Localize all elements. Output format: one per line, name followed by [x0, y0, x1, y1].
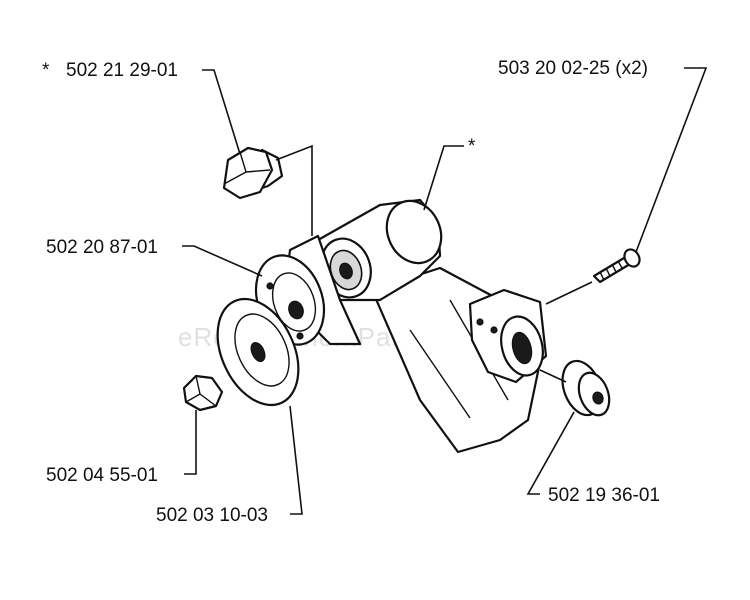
label-screw: 503 20 02-25 (x2) — [498, 58, 648, 79]
clamp-block — [468, 288, 548, 384]
leader-cap — [526, 411, 575, 495]
label-cap: 502 19 36-01 — [548, 485, 660, 506]
leader-screw — [635, 67, 708, 253]
label-nut-top: 502 21 29-01 — [66, 60, 178, 81]
label-flange: 502 03 10-03 — [156, 505, 268, 526]
leader-nut-small — [184, 410, 197, 475]
end-cap — [561, 359, 611, 417]
leader-flange — [289, 405, 303, 515]
flange-disc — [216, 297, 300, 407]
label-nut-small: 502 04 55-01 — [46, 465, 158, 486]
small-hex-nut — [182, 374, 224, 412]
leader-housing-asterisk — [423, 145, 464, 211]
leader-nut-top — [202, 69, 241, 155]
clamp-screw — [592, 248, 641, 284]
leader-cap-upper — [539, 369, 567, 383]
label-asterisk-top: * — [42, 60, 50, 81]
label-asterisk-housing: * — [468, 136, 476, 157]
leader-bearing — [182, 245, 263, 277]
leader-bearing-bracket — [275, 144, 313, 236]
leader-screw-lower — [545, 281, 593, 305]
label-bearing: 502 20 87-01 — [46, 237, 158, 258]
top-hex-bolt — [222, 146, 284, 200]
